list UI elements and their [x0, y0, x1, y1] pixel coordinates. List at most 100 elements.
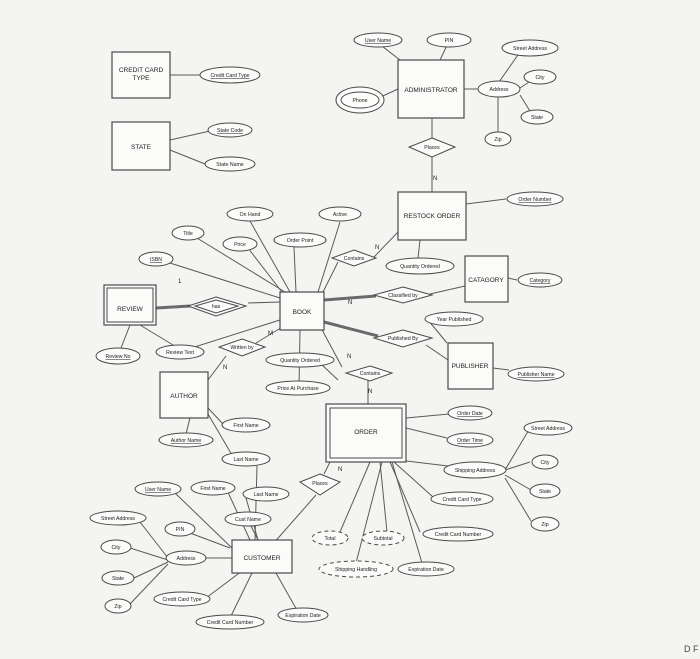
entity-catagory[interactable]: CATAGORY [464, 255, 509, 303]
attr-state-code[interactable]: State Code [207, 122, 253, 138]
svg-text:Last Name: Last Name [233, 457, 258, 463]
svg-text:ISBN: ISBN [150, 257, 162, 263]
attr-admin-user-name[interactable]: User Name [353, 32, 403, 48]
attr-price-at-purchase[interactable]: Price At Purchase [265, 380, 331, 396]
attr-title[interactable]: Title [171, 225, 205, 241]
attr-order-point[interactable]: Order Point [273, 232, 327, 248]
entity-author[interactable]: AUTHOR [159, 371, 209, 419]
attr-quantity-ordered-restock[interactable]: Quantity Ordered [385, 257, 455, 275]
attr-customer-first-name[interactable]: First Name [190, 480, 236, 496]
attr-admin-street-address[interactable]: Street Address [501, 39, 559, 57]
attr-customer-credit-card-type[interactable]: Credit Card Type [153, 591, 211, 607]
relationship-has[interactable]: has [186, 296, 248, 317]
svg-text:Street Address: Street Address [513, 46, 547, 52]
svg-text:Cust Name: Cust Name [235, 517, 261, 523]
entity-book[interactable]: BOOK [279, 291, 325, 331]
relationship-contains-restock[interactable]: Contains [330, 249, 378, 267]
entity-review[interactable]: REVIEW [103, 284, 157, 326]
relationship-places-customer[interactable]: Places [298, 473, 342, 496]
svg-text:N: N [375, 245, 379, 251]
attr-order-credit-card-type[interactable]: Credit Card Type [430, 491, 494, 507]
attr-order-state[interactable]: State [529, 483, 561, 499]
entity-label: PUBLISHER [452, 363, 489, 370]
svg-text:User Name: User Name [365, 38, 391, 44]
attr-order-time[interactable]: Order Time [446, 432, 494, 448]
entity-customer[interactable]: CUSTOMER [231, 539, 293, 574]
attr-admin-city[interactable]: City [523, 69, 557, 85]
attr-admin-pin[interactable]: PIN [426, 32, 472, 48]
attr-author-name[interactable]: Author Name [158, 432, 214, 448]
svg-text:Order Point: Order Point [287, 238, 314, 244]
svg-text:Year Published: Year Published [437, 317, 472, 323]
svg-text:Expiration Date: Expiration Date [408, 567, 444, 573]
svg-text:First Name: First Name [200, 486, 225, 492]
relationship-contains-order[interactable]: Contains [344, 365, 394, 382]
attr-year-published[interactable]: Year Published [424, 311, 484, 327]
attr-cust-name[interactable]: Cust Name [224, 511, 272, 527]
attr-price[interactable]: Price [222, 236, 258, 252]
entity-order[interactable]: ORDER [325, 403, 407, 463]
attr-order-date[interactable]: Order Date [447, 405, 493, 421]
attr-order-zip[interactable]: Zip [530, 516, 560, 532]
attr-isbn[interactable]: ISBN [138, 251, 174, 267]
attr-customer-address[interactable]: Address [165, 550, 207, 566]
attr-customer-pin[interactable]: PIN [164, 521, 196, 537]
attr-customer-expiration-date[interactable]: Expiration Date [277, 607, 329, 623]
attr-active[interactable]: Active [318, 206, 362, 222]
attr-expiration-date-order[interactable]: Expiration Date [397, 561, 455, 577]
attr-shipping-handling[interactable]: Shipping Handling [318, 560, 394, 578]
attr-customer-last-name[interactable]: Last Name [242, 486, 290, 502]
attr-author-first-name[interactable]: First Name [221, 417, 271, 433]
svg-text:Author Name: Author Name [171, 438, 202, 444]
attr-author-last-name[interactable]: Last Name [221, 451, 271, 467]
entity-state[interactable]: STATE [111, 121, 171, 171]
attr-customer-street-address[interactable]: Street Address [89, 510, 147, 526]
attr-admin-state[interactable]: State [520, 109, 554, 125]
attr-on-hand[interactable]: On Hand [226, 206, 274, 222]
svg-text:City: City [541, 460, 550, 466]
attr-customer-user-name[interactable]: User Name [134, 481, 182, 497]
relationship-places-admin[interactable]: Places [407, 137, 457, 158]
attr-customer-credit-card-number[interactable]: Credit Card Number [195, 614, 265, 630]
entity-administrator[interactable]: ADMINISTRATOR [397, 59, 465, 119]
svg-text:Expiration Date: Expiration Date [285, 613, 321, 619]
attr-subtotal[interactable]: Subtotal [361, 530, 405, 546]
svg-text:State Name: State Name [216, 162, 244, 168]
attr-admin-address[interactable]: Address [477, 80, 521, 98]
svg-text:City: City [536, 75, 545, 81]
svg-text:Contains: Contains [360, 371, 381, 377]
relationship-classified-by[interactable]: Classified by [372, 286, 434, 304]
attr-admin-phone[interactable]: Phone [335, 86, 385, 114]
relationship-published-by[interactable]: Published By [372, 329, 434, 348]
attr-admin-zip[interactable]: Zip [484, 131, 512, 147]
svg-text:Contains: Contains [344, 256, 365, 262]
entity-label: STATE [131, 144, 152, 151]
relationship-written-by[interactable]: Written by [217, 338, 267, 357]
attr-customer-zip[interactable]: Zip [104, 598, 132, 614]
svg-text:N: N [347, 354, 351, 360]
attr-credit-card-type[interactable]: Credit Card Type [199, 66, 261, 84]
attr-order-number[interactable]: Order Number [506, 191, 564, 207]
attr-category[interactable]: Category [517, 272, 563, 288]
entity-label: CATAGORY [468, 277, 504, 284]
cardinality-labels: N N N 1 M N N N N [178, 176, 437, 473]
attr-publisher-name[interactable]: Publisher Name [507, 366, 565, 382]
attr-review-text[interactable]: Review Text [155, 344, 205, 360]
entity-label: REVIEW [117, 306, 144, 313]
entity-credit-card-type[interactable]: CREDIT CARD TYPE [111, 51, 171, 99]
entity-publisher[interactable]: PUBLISHER [447, 342, 494, 390]
svg-text:City: City [112, 545, 121, 551]
attr-order-credit-card-number[interactable]: Credit Card Number [422, 526, 494, 542]
svg-text:PIN: PIN [445, 38, 454, 44]
attr-total[interactable]: Total [311, 530, 349, 546]
attr-order-city[interactable]: City [531, 454, 559, 470]
attr-state-name[interactable]: State Name [204, 156, 256, 172]
svg-text:State: State [539, 489, 551, 495]
attr-review-no[interactable]: Review No [95, 347, 141, 365]
attr-customer-city[interactable]: City [100, 539, 132, 555]
attr-customer-state[interactable]: State [101, 570, 135, 586]
attr-shipping-address[interactable]: Shipping Address [443, 461, 507, 479]
entity-restock-order[interactable]: RESTOCK ORDER [397, 191, 467, 241]
attr-order-street-address[interactable]: Street Address [523, 420, 573, 436]
attr-quantity-ordered-book[interactable]: Quantity Ordered [265, 352, 335, 368]
